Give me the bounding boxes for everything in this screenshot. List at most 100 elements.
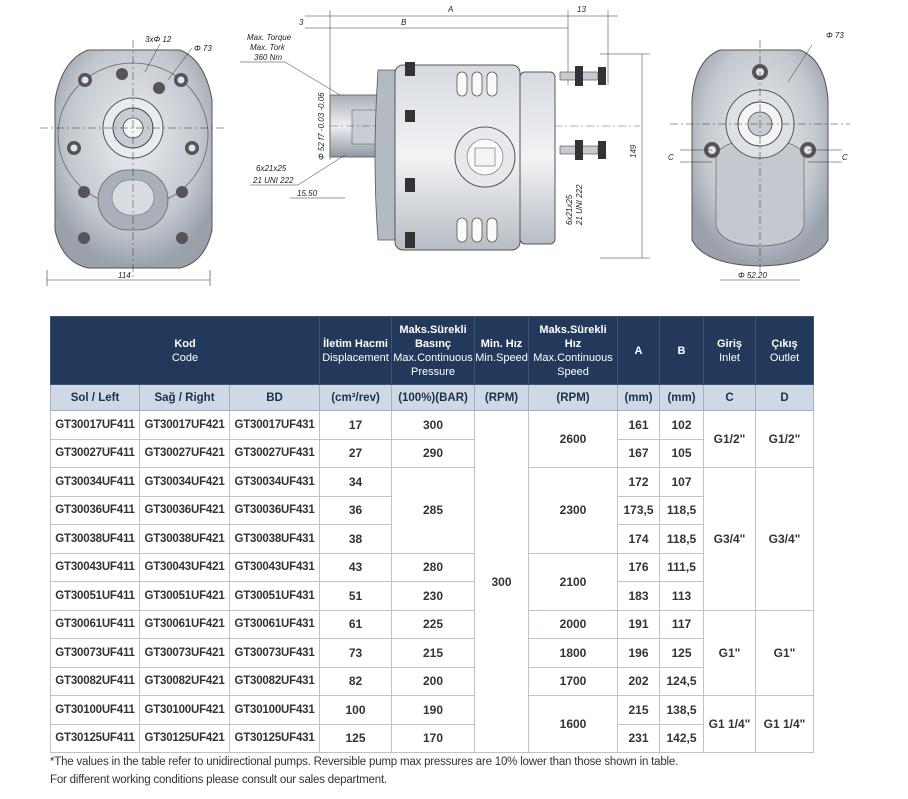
cell-b: 102	[659, 410, 705, 440]
cell-outlet: G1 1/4"	[755, 695, 815, 753]
cell-pressure: 290	[391, 438, 476, 468]
cell-left: GT30082UF411	[50, 666, 140, 696]
cell-left: GT30125UF411	[50, 723, 140, 753]
cell-b: 113	[659, 581, 705, 611]
cell-max-speed: 2600	[528, 410, 619, 468]
subheader-displacement-unit: (cm³/rev)	[319, 384, 393, 411]
cell-inlet: G1"	[703, 609, 757, 696]
cell-bd: GT30073UF431	[228, 638, 321, 668]
footnote-line-2: For different working conditions please …	[50, 774, 387, 786]
cell-b: 107	[659, 467, 705, 497]
subheader-right: Sağ / Right	[139, 384, 230, 411]
cell-a: 176	[617, 552, 661, 582]
cell-max-speed: 2100	[528, 552, 619, 611]
cell-a: 202	[617, 666, 661, 696]
rear-diameter-label: Φ 73	[826, 31, 844, 40]
cell-displacement: 61	[319, 609, 393, 639]
cell-b: 142,5	[659, 723, 705, 753]
cell-a: 167	[617, 438, 661, 468]
cell-displacement: 17	[319, 410, 393, 440]
dim-3-label: 3	[299, 18, 304, 27]
cell-a: 183	[617, 581, 661, 611]
cell-a: 173,5	[617, 495, 661, 525]
table-subheader-row: Sol / Left Sağ / Right BD (cm³/rev) (100…	[50, 384, 815, 411]
cell-right: GT30061UF421	[139, 609, 230, 639]
spline-left-line-1: 6x21x25	[256, 164, 287, 173]
cell-a: 161	[617, 410, 661, 440]
cell-a: 174	[617, 524, 661, 554]
cell-b: 125	[659, 638, 705, 668]
cell-max-speed: 1600	[528, 695, 619, 753]
cell-outlet: G1"	[755, 609, 815, 696]
cell-max-speed: 1700	[528, 666, 619, 696]
cell-right: GT30034UF421	[139, 467, 230, 497]
subheader-max-speed-unit: (RPM)	[528, 384, 619, 411]
dim-a-label: A	[447, 5, 453, 14]
rear-c-right-label: C	[842, 153, 848, 162]
front-diameter-label: Φ 73	[194, 44, 212, 53]
spline-left-line-2: 21 UNI 222	[252, 176, 294, 185]
cell-bd: GT30100UF431	[228, 695, 321, 725]
cell-bd: GT30051UF431	[228, 581, 321, 611]
cell-outlet: G1/2"	[755, 410, 815, 468]
table-row: GT30082UF411 GT30082UF421 GT30082UF431 8…	[50, 666, 814, 696]
cell-max-speed: 1800	[528, 638, 619, 668]
cell-max-speed: 2300	[528, 467, 619, 554]
cell-pressure: 230	[391, 581, 476, 611]
rear-c-left-label: C	[668, 153, 674, 162]
cell-left: GT30061UF411	[50, 609, 140, 639]
cell-left: GT30027UF411	[50, 438, 140, 468]
rear-view: Φ 73 C C Φ 52.20	[668, 31, 850, 281]
table-row: GT30017UF411 GT30017UF421 GT30017UF431 1…	[50, 410, 815, 753]
torque-line-3: 360 Nm	[254, 53, 282, 62]
cell-inlet: G1/2"	[703, 410, 757, 468]
cell-b: 138,5	[659, 695, 705, 725]
cell-displacement: 51	[319, 581, 393, 611]
cell-right: GT30038UF421	[139, 524, 230, 554]
torque-line-1: Max. Torque	[247, 33, 292, 42]
subheader-c: C	[703, 384, 757, 411]
subheader-left: Sol / Left	[50, 384, 140, 411]
cell-bd: GT30034UF431	[228, 467, 321, 497]
table-row: GT30061UF411 GT30061UF421 GT30061UF431 6…	[50, 609, 815, 696]
cell-pressure: 190	[391, 695, 476, 725]
header-b: B	[659, 316, 705, 385]
cell-left: GT30038UF411	[50, 524, 140, 554]
rear-bottom-label: Φ 52.20	[738, 271, 767, 280]
cell-bd: GT30038UF431	[228, 524, 321, 554]
cell-right: GT30043UF421	[139, 552, 230, 582]
cell-bd: GT30125UF431	[228, 723, 321, 753]
cell-pressure: 170	[391, 723, 476, 753]
cell-right: GT30082UF421	[139, 666, 230, 696]
cell-right: GT30100UF421	[139, 695, 230, 725]
cell-displacement: 43	[319, 552, 393, 582]
cell-left: GT30036UF411	[50, 495, 140, 525]
cell-pressure: 300	[391, 410, 476, 440]
cell-left: GT30017UF411	[50, 410, 140, 440]
table-row: GT30027UF411 GT30027UF421 GT30027UF431 2…	[50, 438, 814, 468]
subheader-b-unit: (mm)	[659, 384, 705, 411]
cell-bd: GT30061UF431	[228, 609, 321, 639]
cell-pressure: 200	[391, 666, 476, 696]
cell-displacement: 82	[319, 666, 393, 696]
cell-b: 124,5	[659, 666, 705, 696]
cell-right: GT30051UF421	[139, 581, 230, 611]
table-row: GT30125UF411 GT30125UF421 GT30125UF431 1…	[50, 723, 814, 753]
cell-pressure: 285	[391, 467, 476, 554]
cell-b: 117	[659, 609, 705, 639]
cell-pressure: 215	[391, 638, 476, 668]
cell-b: 118,5	[659, 495, 705, 525]
dim-b-label: B	[401, 18, 407, 27]
cell-displacement: 38	[319, 524, 393, 554]
cell-a: 172	[617, 467, 661, 497]
dim-15-label: 15.50	[297, 189, 318, 198]
cell-a: 231	[617, 723, 661, 753]
spline-right-line-1: 6x21x25	[565, 194, 574, 225]
cell-left: GT30100UF411	[50, 695, 140, 725]
cell-right: GT30017UF421	[139, 410, 230, 440]
cell-right: GT30073UF421	[139, 638, 230, 668]
cell-a: 196	[617, 638, 661, 668]
